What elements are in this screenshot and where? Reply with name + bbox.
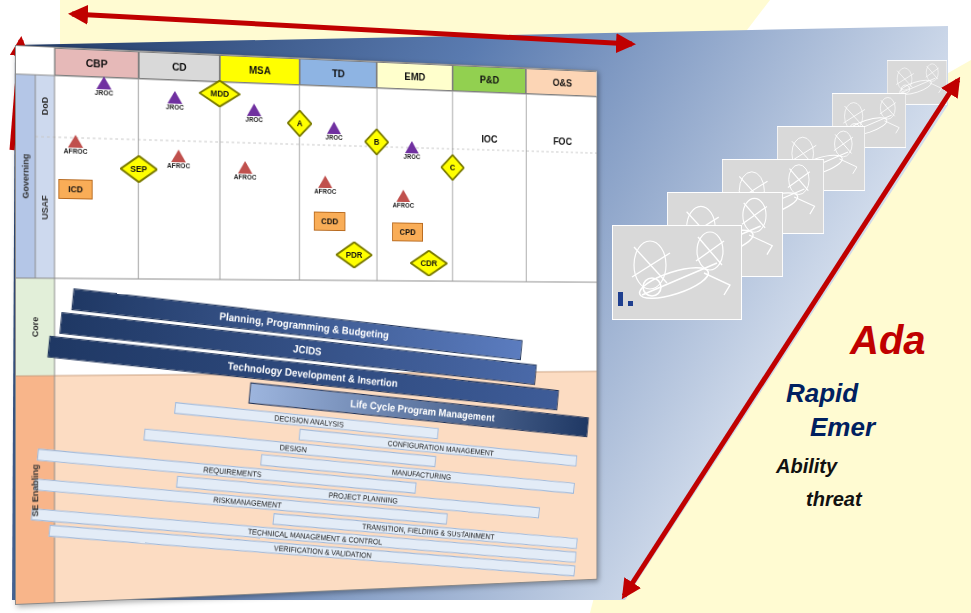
milestone-diamond: A — [287, 110, 312, 138]
review-name: AFROC — [167, 162, 190, 169]
node-text: ICD — [68, 184, 83, 194]
node-text: SEP — [130, 164, 147, 174]
phase-box: P&D — [452, 65, 526, 94]
review-triangle: JROC — [86, 76, 122, 103]
node-text: RISKMANAGEMENT — [213, 495, 282, 509]
phase-box: TD — [299, 58, 376, 88]
document-box: CPD — [392, 222, 423, 241]
review-triangle: JROC — [157, 90, 192, 117]
node-text: MANUFACTURING — [392, 468, 452, 482]
phase-name: TD — [332, 67, 345, 79]
review-name: JROC — [166, 103, 184, 110]
row-label: Governing — [21, 154, 31, 199]
node-text: B — [374, 137, 380, 147]
helicopter-frames — [612, 61, 947, 320]
headline-text: Rapid — [786, 378, 858, 409]
phase-box: CD — [138, 51, 220, 82]
review-name: AFROC — [393, 202, 414, 209]
phase-box: MSA — [220, 55, 300, 85]
phase-box: O&S — [526, 68, 597, 97]
triangle-marker — [96, 76, 111, 89]
row-label: DoD — [40, 97, 50, 116]
review-triangle: AFROC — [387, 189, 420, 214]
triangle-marker — [238, 161, 252, 174]
review-triangle: AFROC — [161, 149, 196, 175]
phase-box: CBP — [55, 48, 139, 79]
milestone-diamond: CDR — [410, 250, 447, 277]
node-text: PROJECT PLANNING — [328, 490, 398, 504]
phase-name: O&S — [553, 77, 572, 89]
node-text: PDR — [346, 250, 363, 260]
headline-text: Ada — [850, 318, 926, 363]
document-box: CDD — [314, 212, 346, 232]
milestone-diamond: MDD — [199, 79, 241, 108]
document-box: ICD — [58, 179, 92, 200]
review-triangle: JROC — [317, 121, 350, 147]
phase-box: EMD — [377, 62, 453, 91]
review-name: JROC — [245, 116, 262, 123]
review-name: JROC — [95, 89, 113, 97]
milestone-diamond: B — [365, 128, 389, 155]
blue-mark — [618, 292, 623, 306]
phase-name: CBP — [86, 57, 108, 70]
triangle-marker — [168, 91, 183, 104]
review-name: AFROC — [234, 173, 256, 180]
node-text: CPD — [399, 227, 415, 237]
node-text: DESIGN — [279, 443, 307, 454]
phase-name: P&D — [480, 74, 499, 86]
row-label: USAF — [40, 195, 50, 220]
review-triangle: AFROC — [309, 175, 342, 200]
lifecycle-panel: Planning, Programming & BudgetingJCIDSTe… — [15, 45, 597, 605]
milestone-label: FOC — [553, 135, 572, 147]
milestone-diamond: C — [441, 154, 465, 181]
milestone-diamond: PDR — [336, 241, 373, 268]
node-text: REQUIREMENTS — [203, 465, 262, 479]
triangle-marker — [318, 175, 332, 188]
milestone-diamond: SEP — [120, 155, 158, 183]
span-arrow — [624, 80, 958, 596]
phase-name: MSA — [249, 64, 271, 76]
row-label: Core — [30, 317, 40, 337]
row-label: SE Enabling — [30, 464, 40, 517]
review-triangle: JROC — [237, 103, 271, 129]
triangle-marker — [396, 190, 410, 203]
node-text: CDD — [321, 216, 338, 226]
review-name: JROC — [404, 153, 421, 160]
node-text: CDR — [421, 258, 438, 268]
band-group: Planning, Programming & BudgetingJCIDSTe… — [24, 286, 595, 605]
review-name: AFROC — [314, 188, 336, 195]
blue-mark — [628, 301, 633, 306]
triangle-marker — [171, 149, 186, 162]
phase-name: CD — [172, 61, 187, 73]
review-triangle: AFROC — [57, 134, 93, 161]
node-text: MDD — [210, 88, 229, 98]
node-text: A — [297, 118, 303, 128]
body-text: threat — [806, 488, 862, 511]
phase-name: EMD — [404, 70, 425, 82]
triangle-marker — [327, 121, 341, 134]
span-arrow — [72, 14, 632, 44]
review-triangle: AFROC — [228, 161, 262, 187]
review-triangle: JROC — [396, 141, 428, 166]
milestone-label: IOC — [481, 133, 497, 145]
node-text: JCIDS — [293, 343, 323, 358]
review-name: AFROC — [64, 147, 88, 155]
triangle-marker — [68, 135, 83, 148]
headline-text: Emer — [810, 412, 875, 443]
triangle-marker — [247, 103, 261, 116]
node-text: DECISION ANALYSIS — [274, 413, 344, 428]
triangle-marker — [405, 141, 419, 154]
review-name: JROC — [325, 134, 342, 141]
node-text: VERIFICATION & VALIDATION — [274, 544, 372, 560]
body-text: Ability — [776, 455, 837, 478]
node-text: C — [450, 163, 455, 172]
